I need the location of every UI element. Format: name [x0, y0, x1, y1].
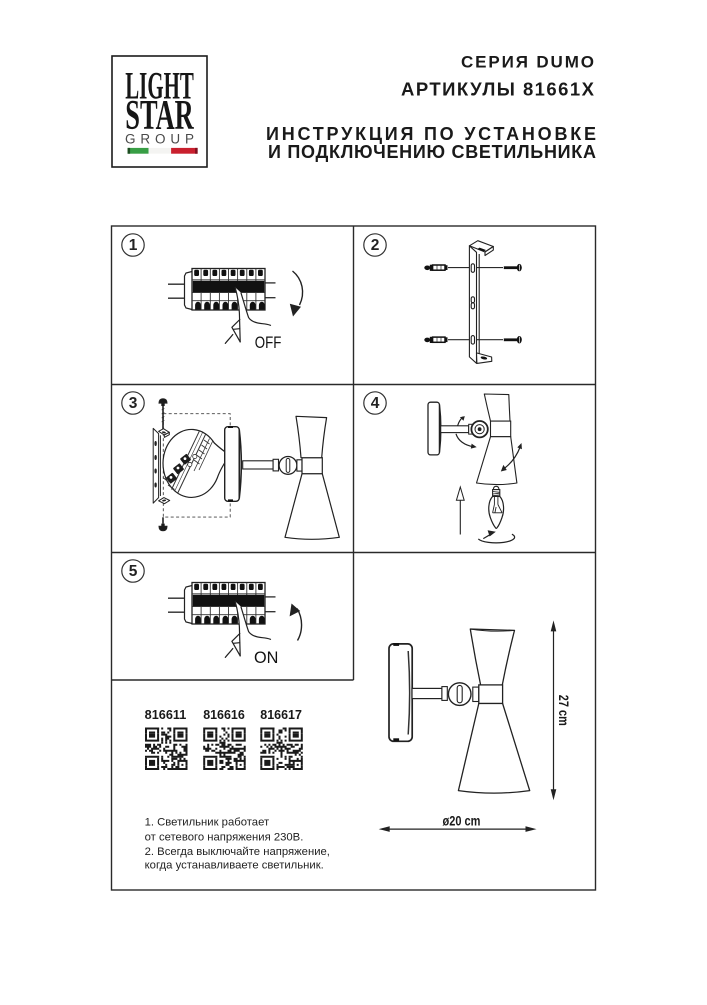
- svg-text:816611: 816611: [145, 708, 187, 722]
- svg-text:27 cm: 27 cm: [556, 695, 571, 726]
- svg-text:LIGHT: LIGHT: [125, 65, 194, 108]
- svg-text:5: 5: [129, 563, 138, 580]
- svg-text:1. Светильник работает: 1. Светильник работает: [145, 817, 270, 829]
- svg-text:4: 4: [371, 395, 380, 412]
- svg-text:STAR: STAR: [125, 93, 194, 139]
- svg-text:ø20 cm: ø20 cm: [443, 813, 481, 828]
- svg-text:816616: 816616: [203, 708, 245, 722]
- svg-text:816617: 816617: [260, 708, 302, 722]
- svg-text:И ПОДКЛЮЧЕНИЮ СВЕТИЛЬНИКА: И ПОДКЛЮЧЕНИЮ СВЕТИЛЬНИКА: [268, 142, 596, 162]
- svg-text:OFF: OFF: [255, 334, 282, 352]
- svg-text:2: 2: [371, 237, 380, 254]
- svg-text:3: 3: [129, 395, 138, 412]
- svg-text:ON: ON: [254, 649, 278, 667]
- svg-text:когда устанавливаете светильни: когда устанавливаете светильник.: [145, 859, 324, 871]
- svg-text:2. Всегда выключайте напряжени: 2. Всегда выключайте напряжение,: [145, 846, 330, 858]
- svg-text:GROUP: GROUP: [125, 132, 194, 147]
- svg-text:от сетевого напряжения 230В.: от сетевого напряжения 230В.: [145, 831, 304, 843]
- svg-text:ИНСТРУКЦИЯ ПО УСТАНОВКЕ: ИНСТРУКЦИЯ ПО УСТАНОВКЕ: [266, 124, 596, 144]
- svg-text:АРТИКУЛЫ 81661X: АРТИКУЛЫ 81661X: [401, 78, 595, 99]
- svg-text:1: 1: [129, 237, 138, 254]
- svg-text:СЕРИЯ DUMO: СЕРИЯ DUMO: [461, 52, 594, 71]
